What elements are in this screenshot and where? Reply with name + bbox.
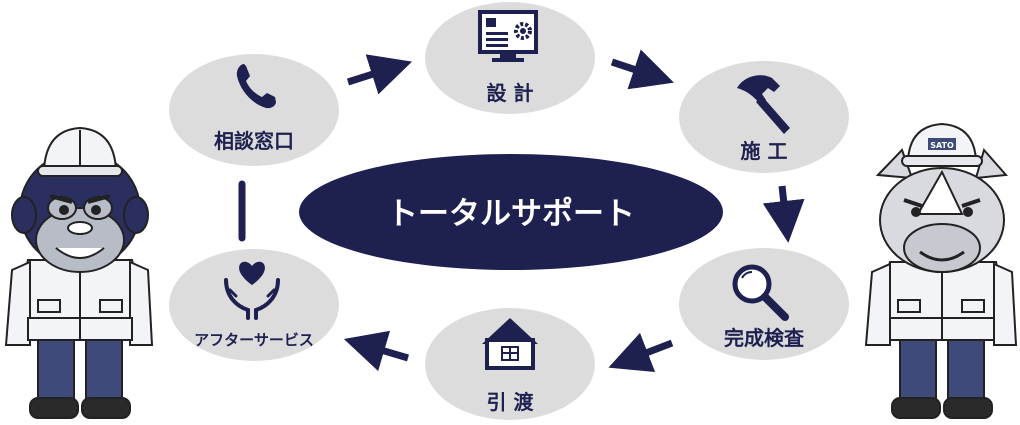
arrow-handover-to-aftercare — [343, 330, 409, 372]
step-consult: 相談窓口 — [169, 54, 339, 166]
arrow-inspection-to-handover — [608, 332, 674, 373]
hands-heart-icon — [224, 261, 280, 320]
step-label: 施 工 — [741, 139, 788, 163]
helmet-text: SATO — [930, 141, 954, 150]
arrow-consult-to-design — [346, 54, 413, 95]
step-label: 引 渡 — [487, 390, 535, 414]
gorilla-mascot-icon — [4, 126, 154, 419]
step-label: 設 計 — [487, 81, 534, 105]
step-construction: 施 工 — [679, 61, 849, 173]
phone-icon — [236, 64, 276, 109]
center-label: トータルサポート — [387, 196, 635, 232]
step-label: 完成検査 — [724, 326, 804, 350]
house-icon — [482, 318, 538, 370]
monitor-gear-icon — [478, 10, 538, 62]
step-label: アフターサービス — [194, 331, 314, 349]
step-handover: 引 渡 — [425, 308, 595, 420]
flow-arrows — [238, 49, 805, 373]
step-inspection: 完成検査 — [679, 248, 849, 360]
arrow-design-to-construction — [610, 49, 674, 90]
step-label: 相談窓口 — [214, 129, 294, 153]
center-node: トータルサポート — [299, 154, 723, 270]
rhino-mascot-icon: SATO — [864, 122, 1018, 419]
step-aftercare: アフターサービス — [169, 249, 339, 361]
magnifier-icon — [732, 264, 789, 321]
hammer-icon — [737, 75, 790, 134]
step-design: 設 計 — [425, 2, 595, 114]
arrow-construction-to-inspection — [762, 185, 805, 243]
